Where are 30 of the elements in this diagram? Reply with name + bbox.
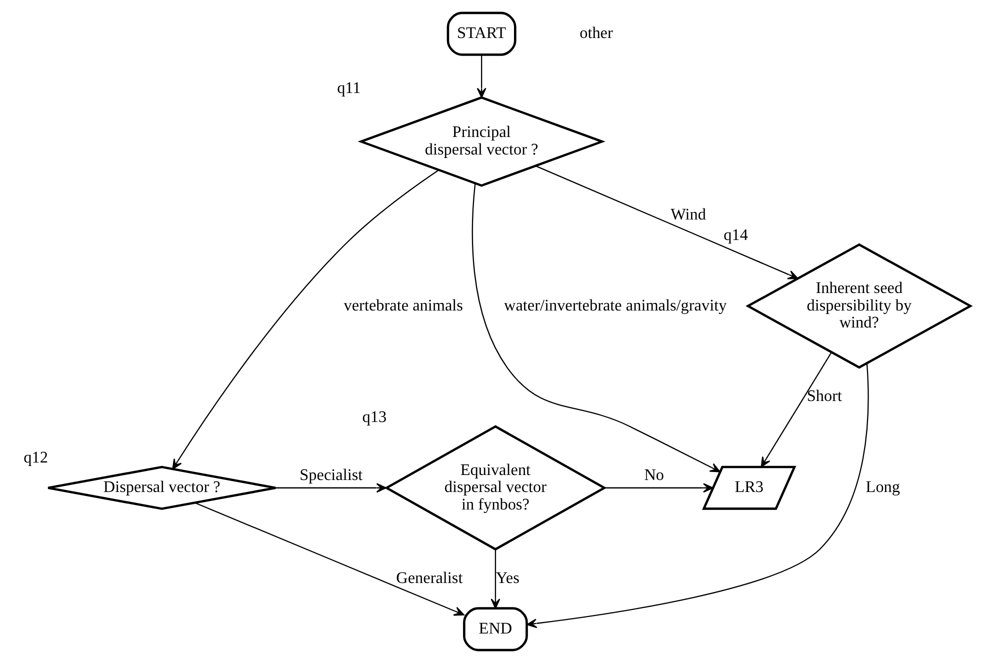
arrow [490,550,500,609]
node-box: END [463,607,528,652]
node-diamond: Equivalent dispersal vector in fynbos? [384,425,607,551]
arrow [476,54,486,98]
arrow [276,483,387,493]
node-diamond: Inherent seed dispersibility by wind? [746,243,973,369]
node-label: q13 [362,408,387,426]
arrow [472,183,720,472]
node-box: START [446,12,516,56]
arrow [172,170,440,470]
node-label: q14 [724,226,748,244]
node-label: q12 [24,448,48,467]
edge-label: Wind [670,205,706,224]
label: other [580,24,613,42]
arrow [604,483,714,493]
node-diamond: Dispersal vector ? [46,466,277,510]
edge-label: Specialist [300,466,363,484]
arrow [194,502,464,616]
edge-label: Generalist [396,569,463,588]
node-diamond: Principal dispersal vector ? [358,96,606,187]
arrow [760,352,832,468]
edge-label: Yes [496,569,520,588]
edge-label: Short [806,387,842,406]
edge-label: Long [866,478,900,496]
node-label: q11 [337,79,361,98]
arrow [535,165,798,280]
edge-label: No [644,466,664,484]
edge-label: water/invertebrate animals/gravity [504,296,727,314]
edge-label: vertebrate animals [344,296,463,314]
arrow [526,363,869,628]
